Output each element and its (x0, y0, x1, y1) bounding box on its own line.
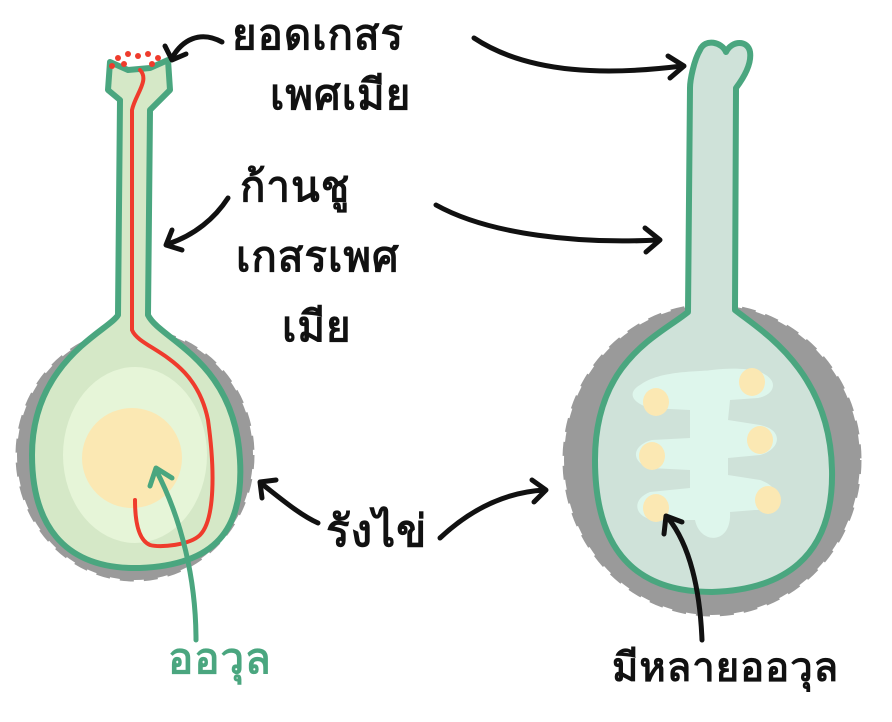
style-label-line-1: ก้านชู (240, 166, 350, 208)
arrow-style-left (168, 198, 228, 244)
stigma-label-line-2: เพศเมีย (270, 74, 411, 116)
ovary-label: รังไข่ (326, 510, 427, 554)
arrow-stigma-right (474, 38, 682, 71)
stigma-label-line-1: ยอดเกสร (232, 14, 404, 56)
arrow-style-right (436, 205, 658, 241)
many-ovules-label: มีหลายออวุล (612, 648, 839, 688)
style-label-line-2: เกสรเพศ (236, 236, 400, 278)
ovule-label: ออวุล (168, 638, 272, 680)
style-label-line-3: เมีย (282, 306, 352, 348)
arrow-ovary-right (440, 490, 545, 538)
arrow-ovary-left (262, 484, 318, 523)
